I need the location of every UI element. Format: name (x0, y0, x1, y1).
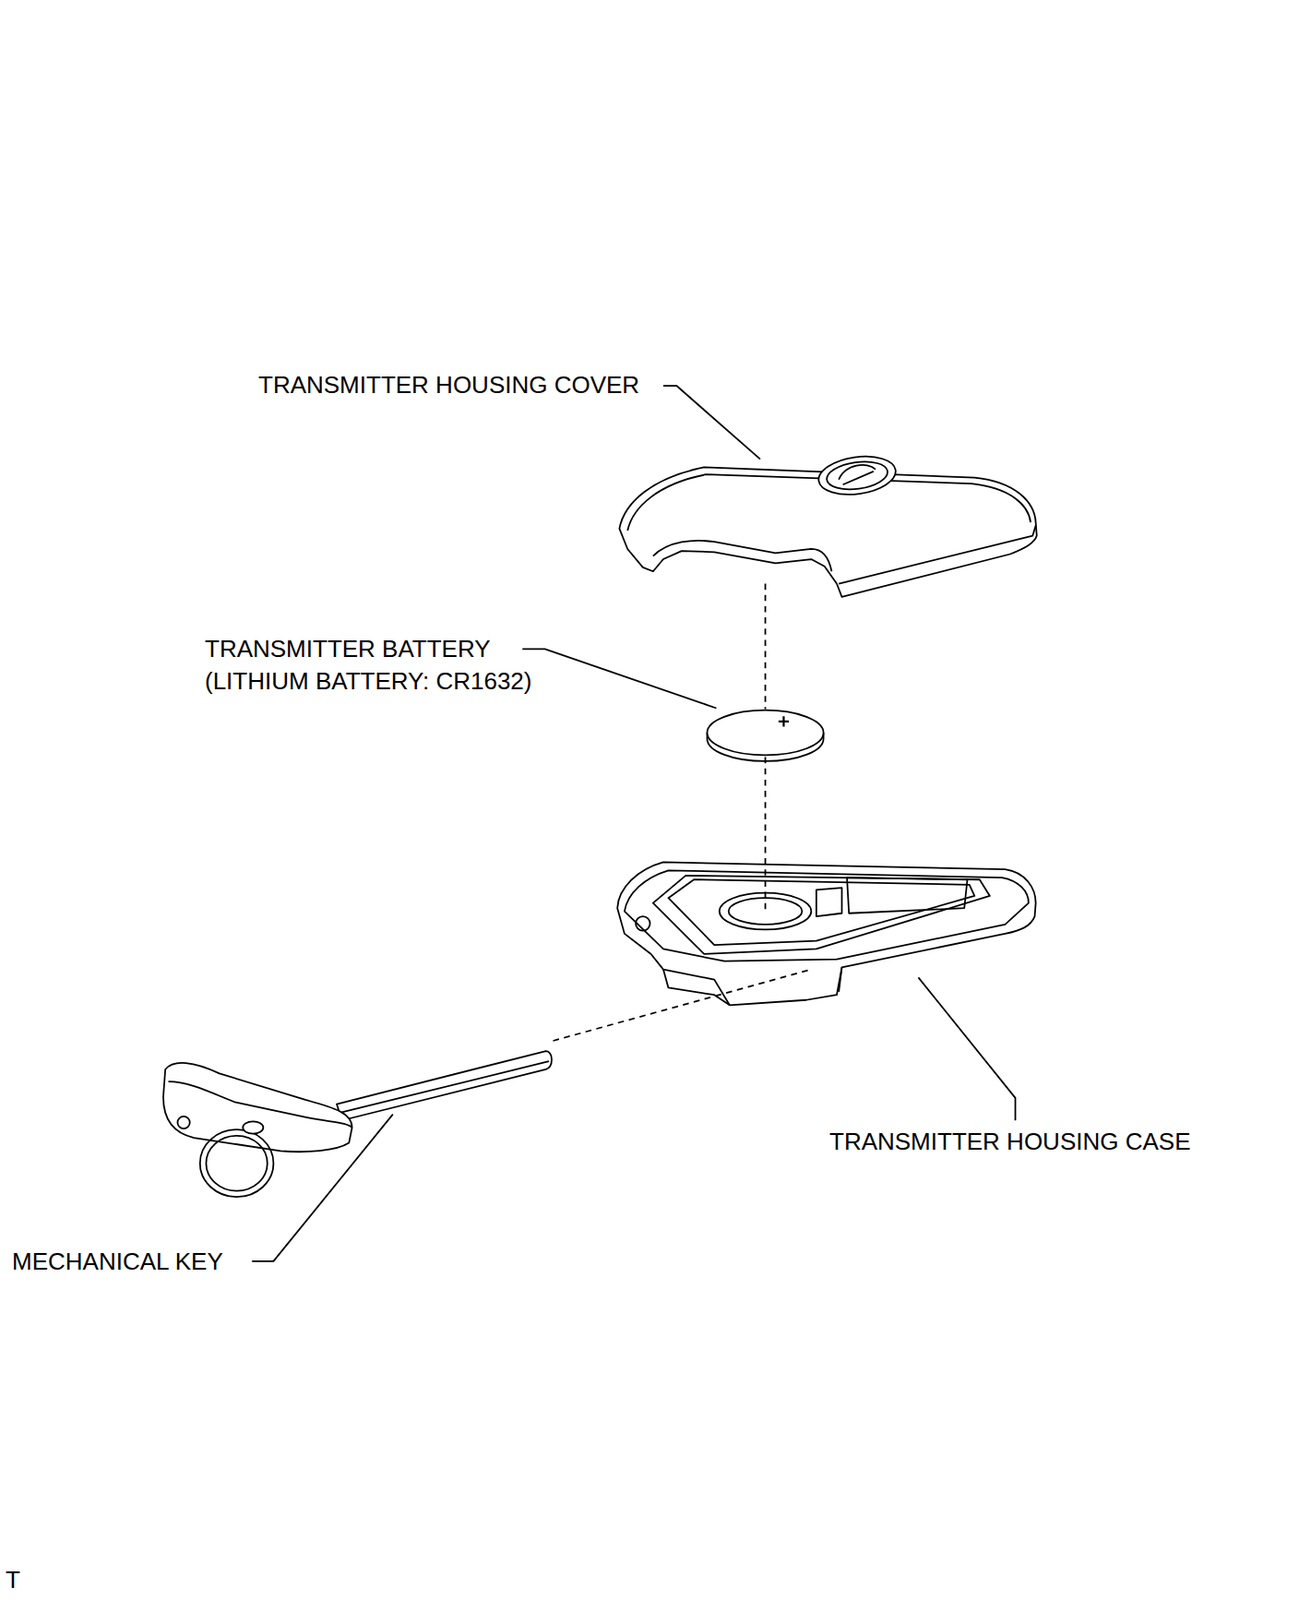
figure-mark: T (5, 1565, 21, 1594)
part-name: MECHANICAL KEY (11, 1247, 224, 1276)
part-name: TRANSMITTER HOUSING CASE (829, 1127, 1191, 1156)
assembly-line (552, 583, 811, 1041)
part-name: TRANSMITTER HOUSING COVER (258, 370, 640, 399)
mechanical-key (163, 1050, 552, 1197)
part-spec: (LITHIUM BATTERY: CR1632) (204, 667, 532, 695)
housing-cover (619, 452, 1037, 597)
part-name: TRANSMITTER BATTERY (204, 634, 491, 663)
housing-case (617, 861, 1036, 1005)
battery (706, 710, 823, 762)
